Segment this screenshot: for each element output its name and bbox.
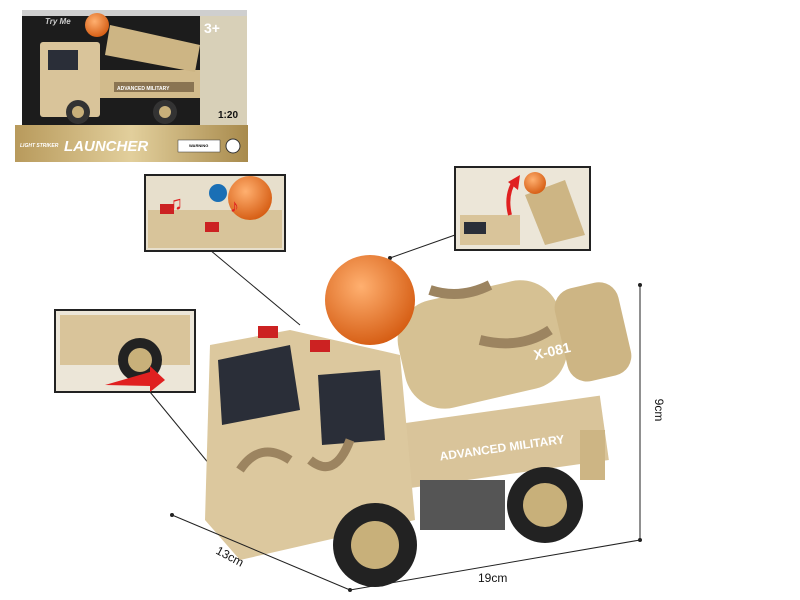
truck-main-image: X-081 ADVANCED MILITARY [205, 255, 632, 587]
try-me-label: Try Me [45, 17, 71, 26]
side-window [318, 370, 385, 445]
scale-label: 1:20 [218, 110, 238, 121]
press-finger-icon [209, 184, 227, 202]
callout-missile-launch [388, 166, 591, 260]
music-note-icon: ♫ [168, 193, 183, 215]
box-side-label: ADVANCED MILITARY [117, 86, 170, 92]
warning-light [258, 326, 278, 338]
dimension-lines: 9cm 19cm 13cm [170, 283, 666, 592]
brand-logo: LIGHT STRIKER [20, 143, 59, 149]
length-dimension: 19cm [478, 571, 507, 585]
box-truck-image [40, 13, 200, 124]
warning-light [310, 340, 330, 352]
callout-friction-drive [54, 309, 212, 467]
certification-logo [225, 138, 241, 154]
missile-tip [325, 255, 415, 345]
music-note-icon: ♪ [230, 196, 239, 216]
left-arrow-icon [105, 366, 165, 392]
windshield [218, 345, 300, 425]
age-label: 3+ [204, 20, 220, 36]
product-name: LAUNCHER [64, 138, 148, 155]
callout-sound-button: ♫ ♪ [144, 174, 301, 326]
package-box: Try Me 3+ ADVANCED MILITARY 1:20 LIGHT S… [15, 10, 248, 162]
height-dimension: 9cm [652, 399, 666, 422]
warning-label: WARNING [189, 143, 208, 148]
